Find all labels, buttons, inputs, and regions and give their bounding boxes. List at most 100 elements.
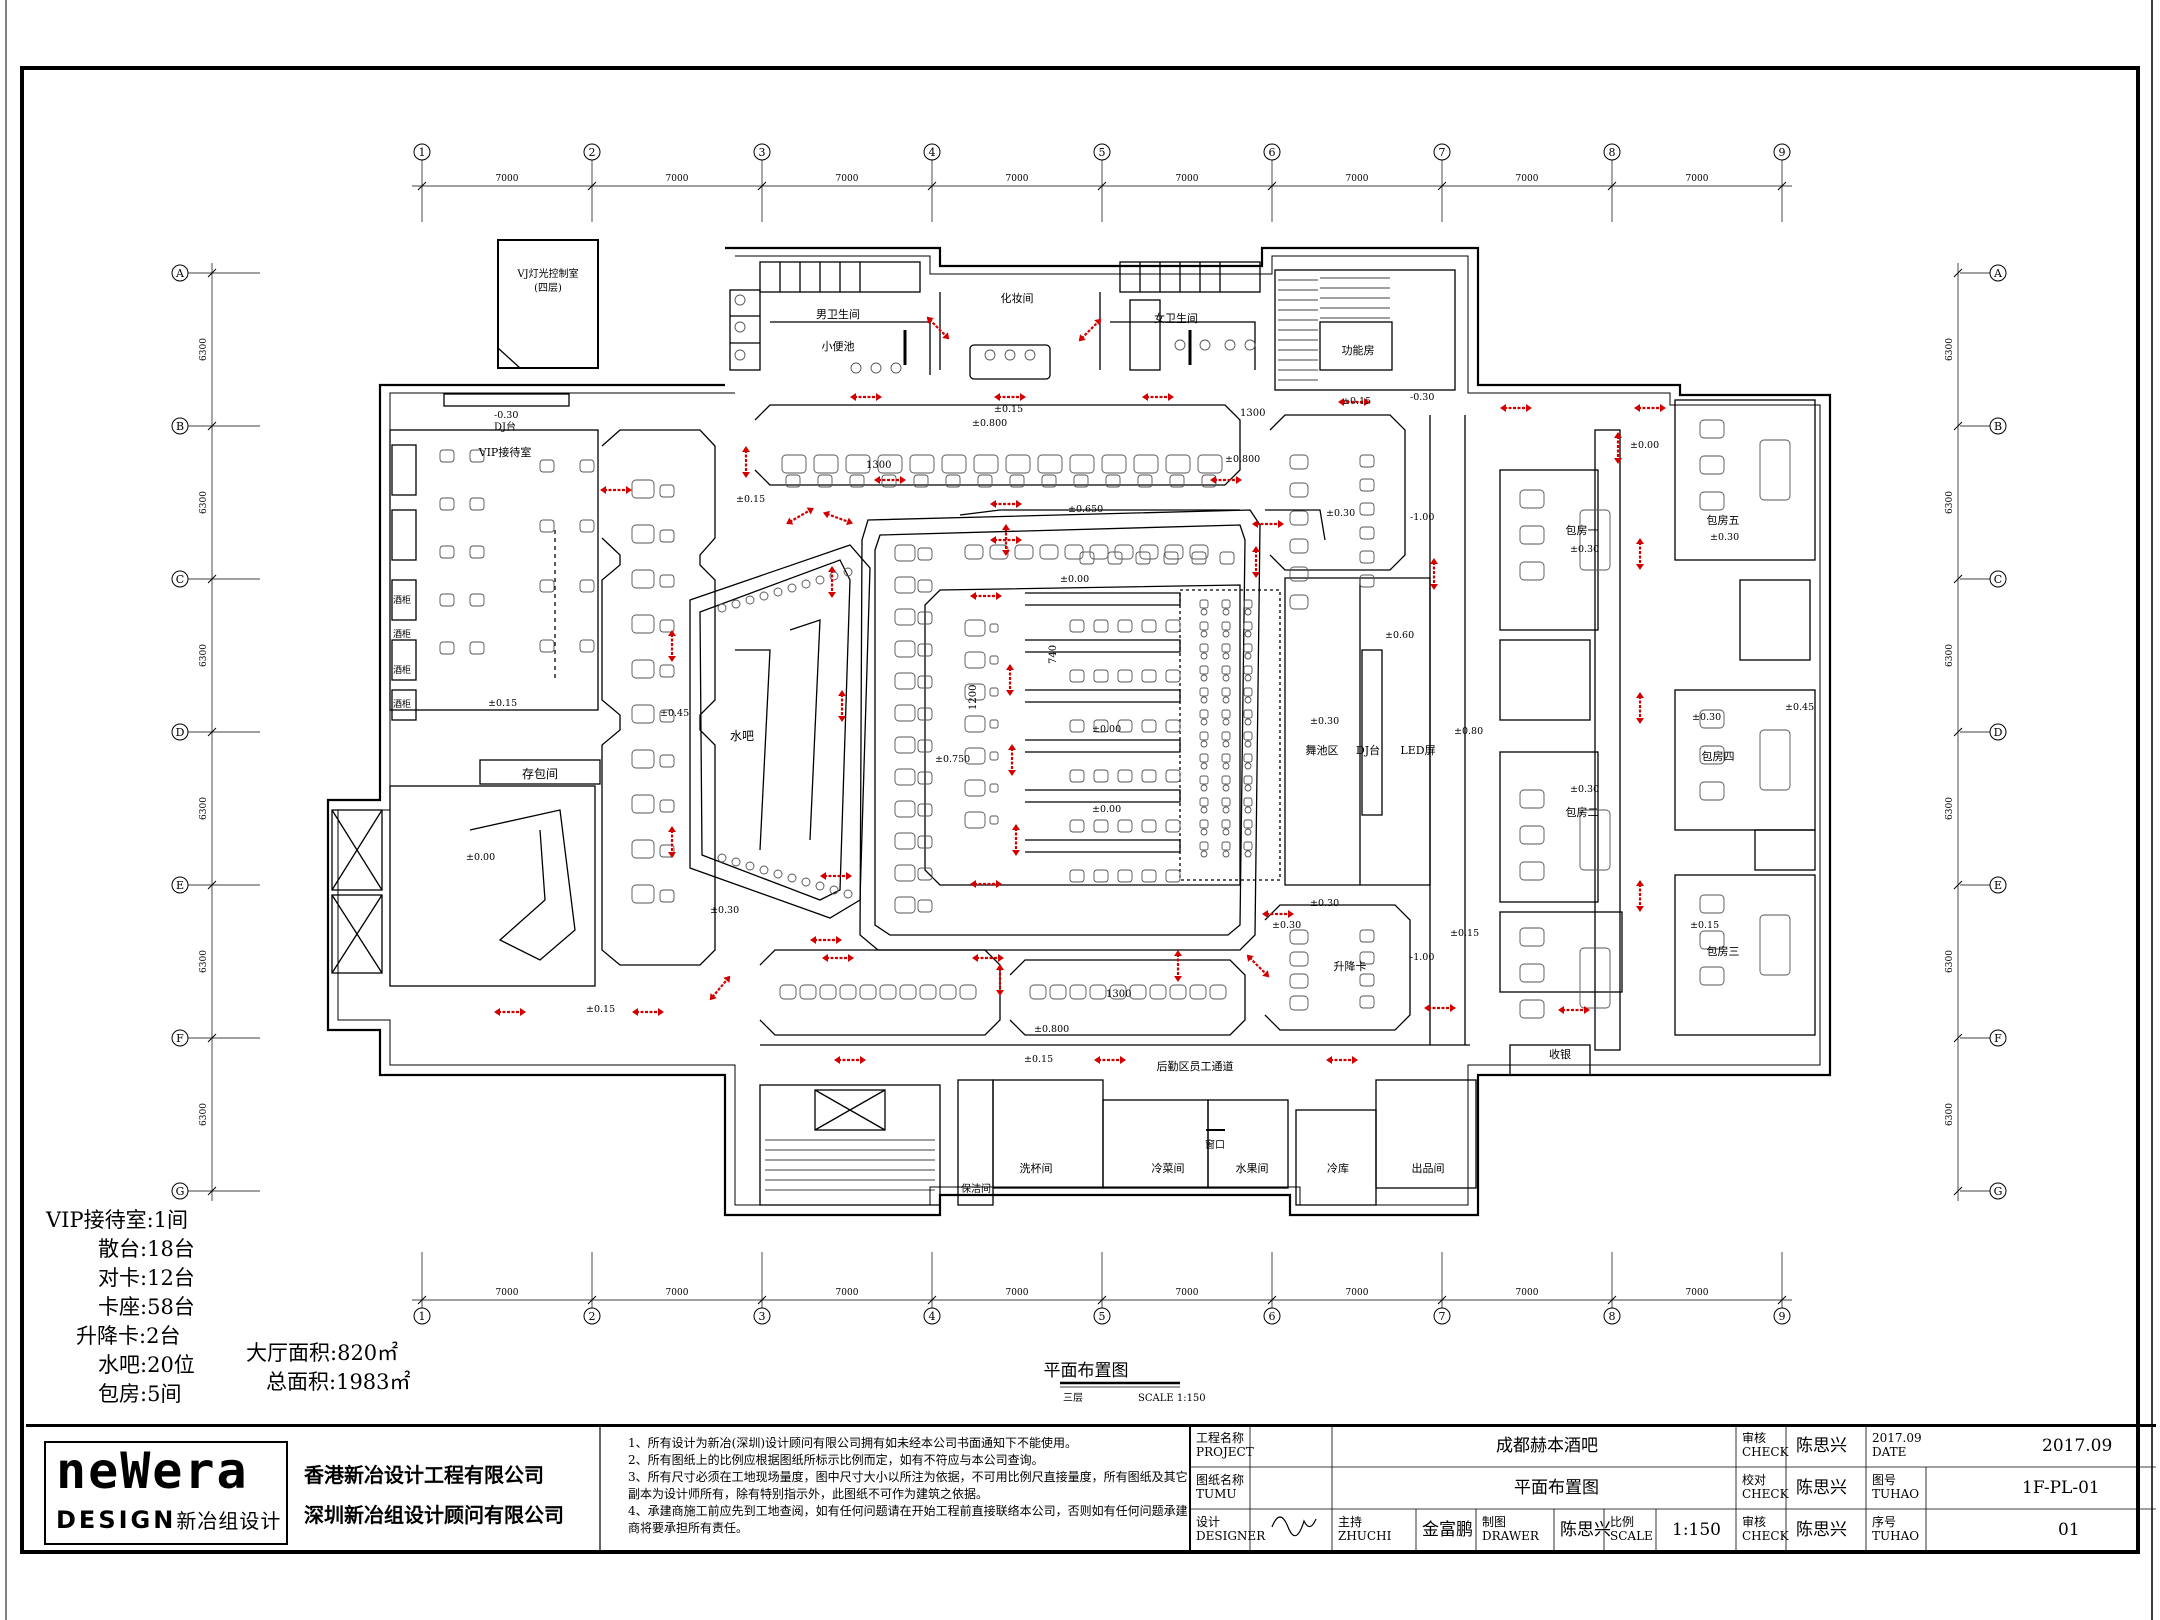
drawing-scale: SCALE 1:150 [1138,1393,1206,1404]
level-e: ±0.15 [586,1004,615,1015]
col-spacing-label: 7000 [496,1288,519,1298]
company-name-hk: 香港新冶设计工程有限公司 [304,1463,544,1487]
drawing-name: 平面布置图 [1514,1478,1599,1498]
dim-1300-b: 1300 [1106,989,1131,1000]
col-spacing-label: 7000 [666,174,689,184]
level-markers: -0.30 ±0.15 ±0.15 ±0.15 ±0.15 ±0.00 ±0.3… [466,392,1814,1065]
row-spacing-label: 6300 [1945,644,1955,667]
col-spacing-label: 7000 [1516,1288,1539,1298]
level-i: ±0.800 [972,418,1007,429]
project-name: 成都赫本酒吧 [1496,1436,1598,1456]
level-ag: ±0.00 [1630,440,1659,451]
grid-label-4: 4 [929,1310,936,1323]
grid-label-7: 7 [1439,146,1446,159]
col-spacing-label: 7000 [836,174,859,184]
womens-wc-label: 女卫生间 [1154,311,1198,325]
grid-label-F: F [176,1032,184,1045]
led-screen-label: LED屏 [1400,744,1435,757]
interior-walls [331,239,1816,1206]
level-m: ±0.00 [1092,724,1121,735]
grid-label-D: D [1994,726,2003,739]
staff-corridor-label: 后勤区员工通道 [1157,1059,1234,1073]
mens-wc-label: 男卫生间 [816,307,860,321]
check1-value: 陈思兴 [1796,1436,1847,1456]
grid-axes: 1170007000227000700033700070004470007000… [171,143,2007,1325]
drawer-value: 陈思兴 [1560,1520,1611,1540]
grid-label-8: 8 [1609,146,1616,159]
room5-label: 包房五 [1707,514,1740,527]
design-notes: 1、所有设计为新冶(深圳)设计顾问有限公司拥有如未经本公司书面通知下不能使用。 … [628,1436,1188,1535]
level-a: -0.30 [494,410,518,421]
area-summary: 大厅面积:820㎡ 总面积:1983㎡ [246,1341,411,1394]
grid-label-G: G [1994,1185,2003,1198]
grid-label-A: A [1993,267,2003,280]
col-spacing-label: 7000 [496,174,519,184]
level-ai: ±0.15 [1690,920,1719,931]
circulation-arrows [494,316,1666,1064]
dispatch-room-label: 出品间 [1412,1161,1445,1175]
row-spacing-label: 6300 [1945,1103,1955,1126]
row-spacing-label: 6300 [1945,797,1955,820]
grid-label-6: 6 [1269,1310,1276,1323]
grid-label-B: B [176,420,184,433]
level-ae: ±0.30 [1692,712,1721,723]
date-value: 2017.09 [2042,1436,2113,1456]
row-spacing-label: 6300 [1945,950,1955,973]
dim-740: 740 [1048,645,1059,664]
wine-cabinet-label-3: 酒柜 [393,664,411,676]
bag-storage-label: 存包间 [522,767,558,781]
col-spacing-label: 7000 [836,1288,859,1298]
company-logo [44,1441,288,1545]
grid-label-D: D [176,726,185,739]
makeup-room-label: 化妆间 [1001,291,1034,305]
cold-store-label: 冷库 [1327,1162,1349,1175]
urinal-label: 小便池 [822,340,855,353]
room2-label: 包房二 [1566,806,1599,819]
level-w: ±0.30 [1310,898,1339,909]
level-aa: ±0.15 [1024,1054,1053,1065]
level-q: ±0.15 [1342,396,1371,407]
level-s: ±0.30 [1310,716,1339,727]
furniture-fixtures [439,294,1791,1019]
level-n: ±0.00 [1092,804,1121,815]
level-c: ±0.15 [736,494,765,505]
grid-label-F: F [1994,1032,2002,1045]
summary-row: VIP接待室:1间 [46,1208,189,1232]
window-label: 窗口 [1205,1138,1225,1151]
cleaning-label: 保洁间 [961,1182,991,1195]
grid-label-4: 4 [929,146,936,159]
level-ac: ±0.30 [1570,784,1599,795]
level-k: ±0.00 [1060,574,1089,585]
drawing-title-block: 平面布置图 三层 SCALE 1:150 [1044,1361,1206,1404]
room3-label: 包房三 [1707,945,1740,958]
level-v: -1.00 [1410,952,1434,963]
summary-row: 升降卡:2台 [76,1324,181,1348]
summary-row: 对卡:12台 [98,1266,195,1290]
grid-label-6: 6 [1269,146,1276,159]
vj-control-sub-label: (四层) [534,282,562,294]
grid-label-9: 9 [1779,1310,1786,1323]
cup-wash-label: 洗杯间 [1020,1161,1053,1175]
col-spacing-label: 7000 [1006,174,1029,184]
level-t: ±0.60 [1385,630,1414,641]
level-r: -1.00 [1410,512,1434,523]
lift-card-label: 升降卡 [1334,959,1367,973]
col-spacing-label: 7000 [1176,1288,1199,1298]
level-d: ±0.15 [488,698,517,709]
col-spacing-label: 7000 [1686,174,1709,184]
summary-row: 卡座:58台 [98,1295,195,1319]
dim-1300-c: 1300 [1240,408,1265,419]
row-spacing-label: 6300 [1945,491,1955,514]
col-spacing-label: 7000 [1346,174,1369,184]
level-h: ±0.45 [660,708,689,719]
company-name-sz: 深圳新冶组设计顾问有限公司 [304,1503,564,1527]
row-spacing-label: 6300 [199,950,209,973]
room-labels: VJ灯光控制室 (四层) 男卫生间 小便池 化妆间 女卫生间 功能房 VIP接待… [393,267,1740,1195]
